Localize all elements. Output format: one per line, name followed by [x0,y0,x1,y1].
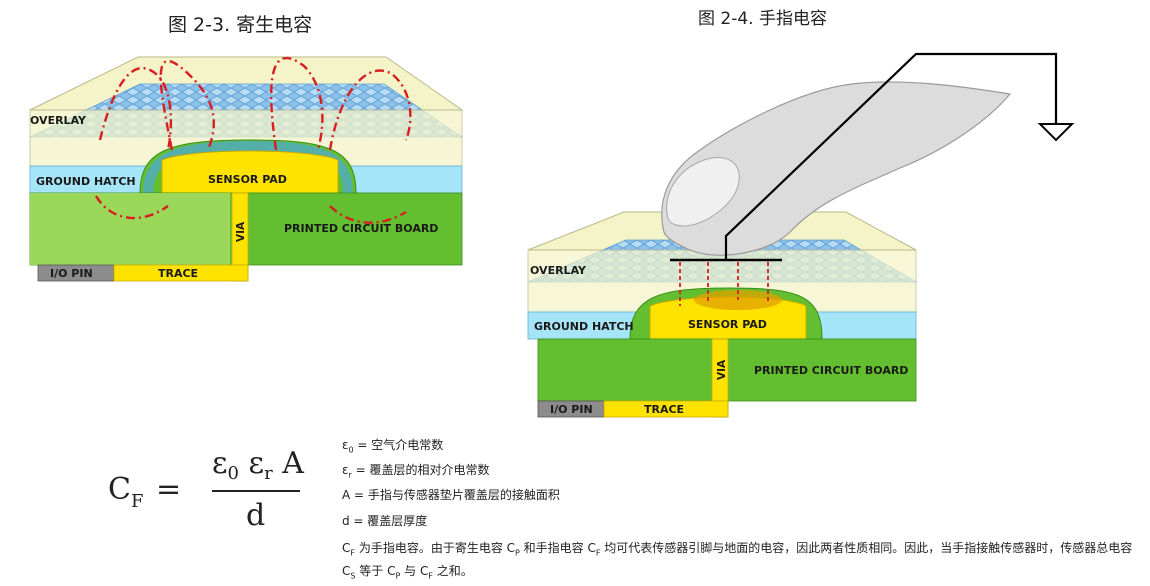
ground-wire [724,52,1058,260]
via-label: VIA [235,221,247,242]
definition-epsr: εr = 覆盖层的相对介电常数 [342,463,490,480]
pcb-label: PRINTED CIRCUIT BOARD [284,222,438,235]
sensor-pad-label-right: SENSOR PAD [688,318,767,331]
finger-field-lines [679,262,769,306]
ground-hatch-label-right: GROUND HATCH [534,320,634,333]
figure-2-3-title: 图 2-3. 寄生电容 [168,14,313,36]
trace-label: TRACE [158,267,198,280]
finger-capacitance-formula: CF = ε0 εr A d [100,442,330,542]
electric-field-lines [94,56,412,224]
fingernail-shape [666,157,740,227]
finger-capacitance-diagram: SENSOR PAD GROUND HATCH PRINTED CIRCUIT … [527,52,1075,418]
formula-numerator: ε0 εr A [212,446,304,484]
fraction-bar [212,490,300,492]
pcb-label-right: PRINTED CIRCUIT BOARD [754,364,908,377]
sensor-pad-shape [161,150,339,194]
ground-symbol-icon [1037,123,1075,142]
trace-block-right [603,400,729,418]
definition-thickness: d = 覆盖层厚度 [342,514,428,528]
formula-lhs: CF [108,472,144,512]
overlay-label-right: OVERLAY [530,264,587,277]
formula-equals: = [156,472,182,507]
trace-block [113,264,249,282]
parasitic-capacitance-diagram: SENSOR PAD GROUND HATCH PRINTED CIRCUIT … [29,56,464,282]
figure-2-4-title: 图 2-4. 手指电容 [698,9,827,29]
overlay-front [29,109,463,167]
formula-denominator: d [246,498,266,533]
ground-hatch-label: GROUND HATCH [36,175,136,188]
finger-shape [661,81,1012,256]
io-pin-label-right: I/O PIN [550,403,593,416]
overlay-label: OVERLAY [30,114,87,127]
sensor-pad-label: SENSOR PAD [208,173,287,186]
io-pin-label: I/O PIN [50,267,93,280]
definition-area: A = 手指与传感器垫片覆盖层的接触面积 [342,488,560,502]
explanation-paragraph: CF 为手指电容。由于寄生电容 CP 和手指电容 CF 均可代表传感器引脚与地面… [342,541,1133,581]
definition-eps0: ε0 = 空气介电常数 [342,438,444,455]
trace-label-right: TRACE [644,403,684,416]
pcb-cutaway [30,193,230,265]
via-label-right: VIA [716,359,728,380]
mesh-dome [143,140,353,194]
